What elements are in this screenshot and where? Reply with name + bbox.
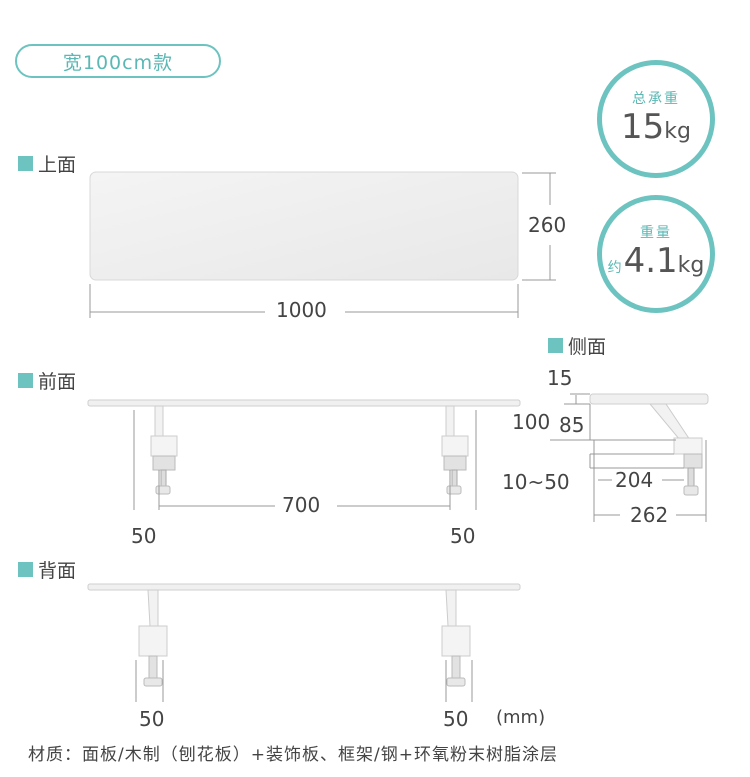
view-label-side: 侧面 <box>548 332 606 359</box>
weight-badge: 重量 约4.1kg <box>597 195 715 313</box>
material-description: 材质：面板/木制（刨花板）+装饰板、框架/钢+环氧粉末树脂涂层 <box>28 745 558 765</box>
unit-note: (mm) <box>496 707 546 728</box>
dim-side-total-depth: 262 <box>630 503 669 527</box>
square-bullet-icon <box>18 373 33 388</box>
side-board <box>589 393 709 405</box>
dim-top-depth: 260 <box>528 213 567 237</box>
weight-value: 约4.1kg <box>607 240 705 281</box>
view-label-back: 背面 <box>18 556 76 583</box>
model-label: 宽100cm款 <box>15 44 221 78</box>
dim-front-span: 700 <box>282 493 321 517</box>
side-view-drawing <box>550 393 709 522</box>
front-view-drawing <box>87 399 521 510</box>
back-board <box>87 583 521 591</box>
load-capacity-badge: 总承重 15kg <box>597 60 715 178</box>
view-label-top: 上面 <box>18 150 76 177</box>
square-bullet-icon <box>18 562 33 577</box>
square-bullet-icon <box>18 156 33 171</box>
top-view-drawing <box>89 171 556 318</box>
dim-side-inner-depth: 204 <box>615 468 654 492</box>
weight-label: 重量 <box>640 224 672 241</box>
square-bullet-icon <box>548 338 563 353</box>
dim-side-thickness: 15 <box>547 366 573 390</box>
load-capacity-value: 15kg <box>621 106 691 147</box>
dim-side-height-clamp: 85 <box>559 413 585 437</box>
dim-back-left-offset: 50 <box>139 707 165 731</box>
dim-side-height-total: 100 <box>512 410 551 434</box>
view-label-front: 前面 <box>18 367 76 394</box>
dim-side-clamp-range: 10~50 <box>502 470 570 494</box>
dim-front-left-offset: 50 <box>131 524 157 548</box>
top-view-board <box>89 171 519 281</box>
back-view-drawing <box>87 583 521 702</box>
dim-top-width: 1000 <box>276 298 327 322</box>
load-capacity-label: 总承重 <box>632 90 680 107</box>
front-board <box>87 399 521 407</box>
dim-front-right-offset: 50 <box>450 524 476 548</box>
dim-back-right-offset: 50 <box>443 707 469 731</box>
